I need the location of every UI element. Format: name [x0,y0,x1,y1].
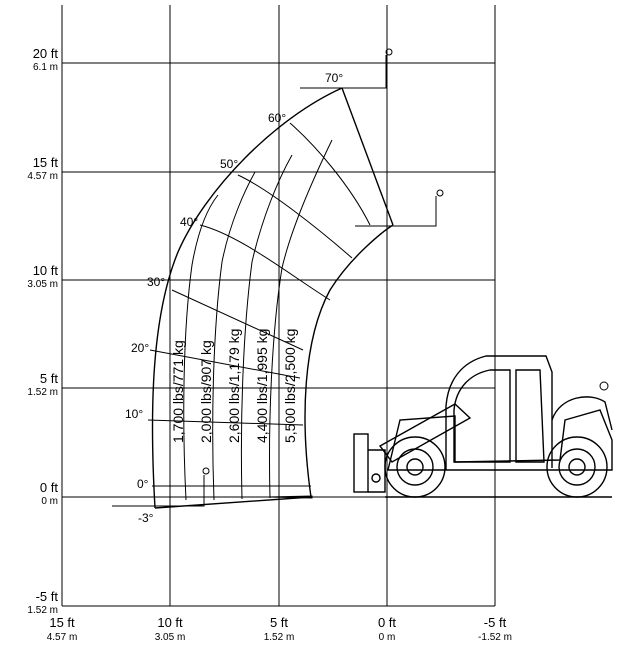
angle-label: 70° [325,71,343,85]
fork-indicators [112,48,444,507]
x-tick-sublabel: -1.52 m [478,632,512,643]
angle-label: 0° [137,477,149,491]
fork-low [112,475,205,507]
carriage-pin [371,473,381,483]
rear-wheel-hub-inner [568,458,586,476]
x-tick-label: 10 ft [157,615,183,630]
x-tick-sublabel: 3.05 m [155,632,186,643]
angle-line [171,289,304,351]
capacity-label: 2,600 lbs/1,179 kg [226,329,242,443]
grid [61,5,496,607]
x-tick-label: 15 ft [49,615,75,630]
capacity-label: 1,700 lbs/771 kg [170,340,186,443]
y-tick-label: -5 ft [36,589,59,604]
x-tick-label: 0 ft [378,615,396,630]
x-tick-sublabel: 4.57 m [47,632,78,643]
outer-envelope-curve [151,87,343,509]
beacon [599,381,609,391]
fork-pivot [436,189,444,197]
angle-label: -3° [138,511,154,525]
cab-window [515,369,545,463]
x-axis: 15 ft 4.57 m 10 ft 3.05 m 5 ft 1.52 m 0 … [47,615,512,643]
angle-line [289,122,371,226]
y-tick-sublabel: 1.52 m [27,387,58,398]
capacity-label: 2,000 lbs/907 kg [198,340,214,443]
capacity-labels: 1,700 lbs/771 kg 2,000 lbs/907 kg 2,600 … [170,329,298,443]
fork-mid [355,196,437,227]
capacity-label: 4,400 lbs/1,995 kg [254,329,270,443]
y-tick-label: 5 ft [40,371,58,386]
angle-label: 50° [220,157,238,171]
angle-line [237,174,353,259]
angle-line [147,419,304,426]
zone-boundary-line [212,171,256,501]
fork-pivot [202,467,210,475]
y-axis: 20 ft 6.1 m 15 ft 4.57 m 10 ft 3.05 m 5 … [27,46,58,616]
angle-label: 40° [180,215,198,229]
rear-wheel [546,436,608,498]
y-tick-label: 10 ft [33,263,59,278]
telehandler-illustration [353,355,613,498]
cab-window [453,369,511,463]
front-wheel-hub-inner [406,458,424,476]
reach-envelope [147,87,394,509]
fork-ground [267,495,313,499]
engine-cover [551,396,613,431]
x-tick-label: 5 ft [270,615,288,630]
y-tick-sublabel: 6.1 m [33,62,58,73]
envelope-top-edge [341,87,394,226]
capacity-label: 5,500 lbs/2,500 kg [282,329,298,443]
fork-carriage [353,433,369,493]
angle-label: 20° [131,341,149,355]
y-tick-label: 15 ft [33,155,59,170]
angle-line [149,349,301,379]
angle-labels: 70° 60° 50° 40° 30° 20° 10° 0° -3° [125,71,343,525]
fork-top [300,55,387,89]
front-wheel-hub [396,448,434,486]
angle-label: 60° [268,111,286,125]
chassis [387,409,613,471]
boom [378,403,472,463]
front-wheel [384,436,446,498]
rear-wheel-hub [558,448,596,486]
y-tick-sublabel: 0 m [41,496,58,507]
x-tick-sublabel: 1.52 m [264,632,295,643]
cab [445,355,553,470]
x-tick-sublabel: 0 m [379,632,396,643]
fork-pivot [385,48,393,56]
carriage-frame [368,449,386,493]
angle-label: 10° [125,407,143,421]
angle-line [199,224,331,301]
y-tick-sublabel: 1.52 m [27,605,58,616]
x-tick-label: -5 ft [484,615,507,630]
y-tick-sublabel: 4.57 m [27,171,58,182]
zone-boundary-line [269,139,333,499]
inner-envelope-curve [304,224,394,498]
zone-boundary-line [240,154,293,500]
angle-label: 30° [147,275,165,289]
y-tick-label: 0 ft [40,480,58,495]
y-tick-label: 20 ft [33,46,59,61]
y-tick-sublabel: 3.05 m [27,279,58,290]
